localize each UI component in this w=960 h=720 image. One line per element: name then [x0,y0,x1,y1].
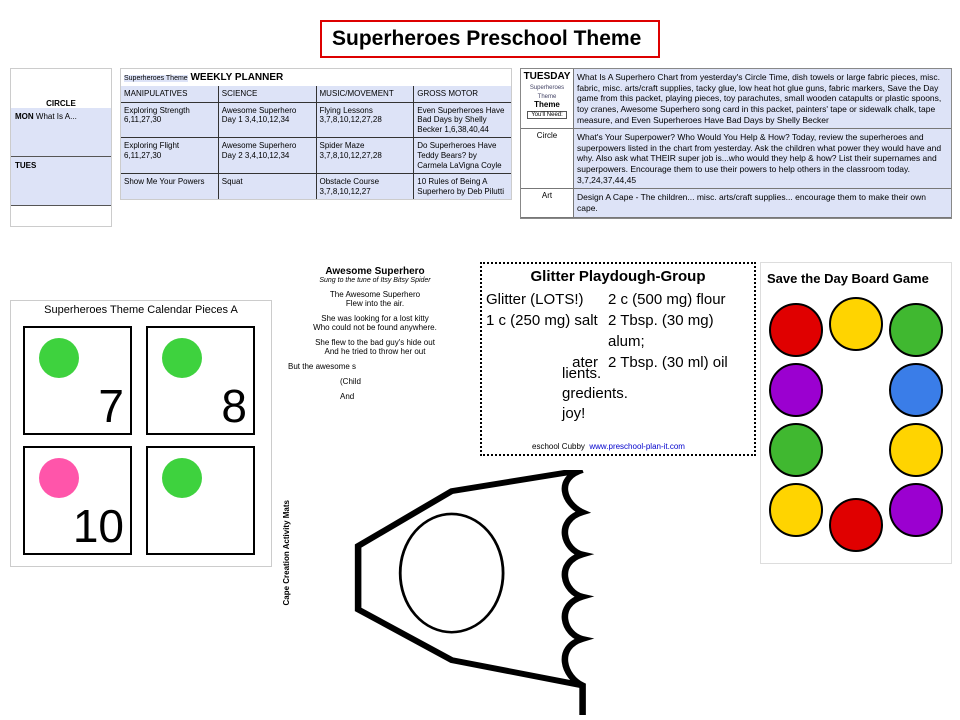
superheroine-icon [39,458,79,498]
song-line: Flew into the air. [345,299,405,308]
game-space [769,483,823,537]
step: lients. [562,365,602,382]
calendar-piece: 7 [23,326,132,435]
board-game-page: Save the Day Board Game [760,262,952,564]
planner-col: GROSS MOTOR [414,86,511,102]
tuesday-theme: Theme [534,100,560,109]
playdough-recipe-card: Glitter Playdough-Group Glitter (LOTS!) 2… [480,262,756,456]
day-label: TUES [15,161,37,170]
planner-heading: WEEKLY PLANNER [190,72,284,83]
calendar-number: 7 [98,380,124,432]
song-line: And [340,392,355,401]
tuesday-day: TUESDAY [523,71,571,82]
day-label: MON [15,112,34,121]
song-line: Who could not be found anywhere. [313,323,437,332]
planner-cell: 10 Rules of Being A Superhero by Deb Pil… [414,174,511,200]
cape-outline-icon [354,470,595,715]
ingredient: 1 c (250 mg) salt [486,312,598,329]
page-title: Superheroes Preschool Theme [320,20,660,58]
you-need-arrow: You'll Need: [527,111,567,119]
ingredient: ater [572,354,598,371]
song-line: And he tried to throw her out [324,347,426,356]
cape-mat-label: Cape Creation Activity Mats [282,500,291,606]
ingredient: 2 c (500 mg) flour [608,291,726,308]
superhero-icon [162,458,202,498]
song-line: The Awesome Superhero [329,290,421,299]
superhero-icon [39,338,79,378]
planner-cell: Exploring Strength 6,11,27,30 [121,102,218,138]
planner-cell: Do Superheroes Have Teddy Bears? by Carm… [414,138,511,174]
calendar-piece: 10 [23,446,132,555]
song-line: (Child [340,377,361,386]
game-space [889,363,943,417]
planner-cell: Even Superheroes Have Bad Days by Shelly… [414,102,511,138]
step: joy! [562,405,586,422]
superhero-icon [162,338,202,378]
calendar-piece: 8 [146,326,255,435]
tuesday-row-text: Design A Cape - The children... misc. ar… [574,189,951,217]
song-line: She flew to the bad guy's hide out [315,338,435,347]
tuesday-row-label: Circle [521,129,574,189]
website-link[interactable]: www.preschool-plan-it.com [589,442,685,451]
step: gredients. [562,385,628,402]
song-line: She was looking for a lost kitty [321,314,429,323]
tuesday-row-text: What's Your Superpower? Who Would You He… [574,129,951,189]
planner-cell: Squat [218,174,316,200]
ingredient: 2 Tbsp. (30 ml) oil [608,354,728,371]
calendar-piece [146,446,255,555]
planner-theme-tag: Superheroes Theme [124,75,188,82]
planner-col: SCIENCE [218,86,316,102]
ingredient: Glitter (LOTS!) [486,291,584,308]
mon-column-header: CIRCLE [46,99,76,108]
planner-cell: Obstacle Course 3,7,8,10,12,27 [316,174,414,200]
planner-cell: Spider Maze 3,7,8,10,12,27,28 [316,138,414,174]
game-title: Save the Day Board Game [767,271,929,286]
mon-row-text: What Is A... [35,112,77,121]
tuesday-row-label: Art [521,189,574,217]
ingredient: 2 Tbsp. (30 mg) alum; [608,312,714,350]
calendar-number: 10 [72,500,124,552]
calendar-pieces-page: Superheroes Theme Calendar Pieces A 7 8 … [10,300,272,567]
cape-activity-mat: Cape Creation Activity Mats [280,470,620,715]
song-subtitle: Sung to the tune of Itsy Bitsy Spider [319,277,431,284]
credit-text: eschool Cubby [532,442,585,451]
game-space [829,498,883,552]
calendar-number: 8 [221,380,247,432]
planner-cell: Flying Lessons 3,7,8,10,12,27,28 [316,102,414,138]
song-card: Awesome Superhero Sung to the tune of It… [280,262,470,407]
song-title: Awesome Superhero [325,266,425,277]
game-space [889,303,943,357]
game-space [889,423,943,477]
tuesday-row-text: What Is A Superhero Chart from yesterday… [574,69,951,129]
game-space [769,363,823,417]
calendar-title: Superheroes Theme Calendar Pieces A [44,304,238,316]
game-space [829,297,883,351]
planner-col: MANIPULATIVES [121,86,218,102]
tuesday-theme-tag: Superheroes Theme [529,85,565,100]
weekly-planner-page: Superheroes Theme WEEKLY PLANNER MANIPUL… [120,68,512,201]
game-space [769,423,823,477]
game-space [889,483,943,537]
monday-planner-page: CIRCLE MON What Is A... TUES [10,68,112,227]
planner-cell: Exploring Flight 6,11,27,30 [121,138,218,174]
recipe-title: Glitter Playdough-Group [530,268,706,285]
planner-cell: Awesome Superhero Day 1 3,4,10,12,34 [218,102,316,138]
planner-cell: Awesome Superhero Day 2 3,4,10,12,34 [218,138,316,174]
planner-col: MUSIC/MOVEMENT [316,86,414,102]
planner-cell: Show Me Your Powers [121,174,218,200]
song-line: But the awesome s [288,362,357,371]
game-space [769,303,823,357]
